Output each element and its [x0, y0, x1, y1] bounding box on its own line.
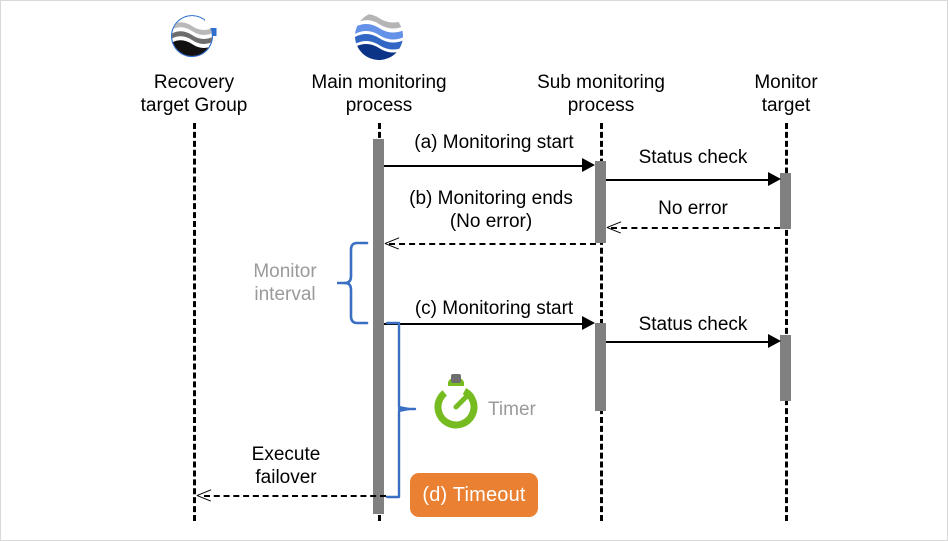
activation-bar-monitor-target-1 [780, 173, 791, 229]
message-arrowhead-status-check-1 [768, 172, 781, 186]
message-line-c-monitoring-start [384, 323, 587, 325]
message-label-b-monitoring-ends-line1: (b) Monitoring ends [409, 188, 573, 209]
participant-monitor-target: Monitor target [696, 71, 876, 117]
participant-label-line1: Main monitoring [311, 72, 447, 93]
message-arrowhead-a-monitoring-start [582, 158, 595, 172]
monitor-interval-brace [335, 241, 369, 325]
participant-sub-monitoring-process: Sub monitoring process [491, 71, 711, 117]
message-label-status-check-1: Status check [638, 147, 748, 168]
message-label-b-monitoring-ends-line2: (No error) [449, 211, 533, 232]
timeout-badge: (d) Timeout [410, 473, 538, 517]
participant-label-line2: process [345, 95, 413, 116]
message-line-b-monitoring-ends [389, 243, 596, 245]
timer-brace [385, 321, 419, 499]
message-line-a-monitoring-start [384, 165, 587, 167]
lifeline-sub-monitoring [600, 123, 603, 521]
participant-label-line1: Recovery [153, 72, 235, 93]
activation-bar-sub-monitoring-1 [595, 161, 606, 243]
participant-main-monitoring-process: Main monitoring process [269, 12, 489, 117]
globe-g-logo-icon [163, 5, 225, 67]
timer-label: Timer [488, 399, 536, 420]
participant-label-line2: process [567, 95, 635, 116]
activation-bar-main-monitoring [373, 139, 384, 514]
stopwatch-icon [427, 368, 485, 430]
message-label-execute-failover-line1: Execute [251, 444, 321, 465]
message-arrowhead-status-check-2 [768, 334, 781, 348]
message-label-c-monitoring-start: (c) Monitoring start [414, 298, 574, 319]
activation-bar-monitor-target-2 [780, 335, 791, 401]
message-arrowhead-no-error-1 [607, 220, 621, 234]
message-label-status-check-2: Status check [638, 314, 748, 335]
message-line-execute-failover [204, 495, 386, 497]
monitor-interval-label-line2: interval [254, 284, 316, 305]
message-line-status-check-1 [606, 179, 774, 181]
participant-label-line1: Monitor [754, 72, 818, 93]
lifeline-monitor-target [785, 123, 788, 521]
message-arrowhead-c-monitoring-start [582, 316, 595, 330]
participant-label-line1: Sub monitoring [537, 72, 665, 93]
monitor-interval-label-line1: Monitor [253, 261, 317, 282]
globe-waves-logo-icon [348, 5, 410, 67]
message-label-execute-failover-line2: failover [255, 467, 317, 488]
message-label-no-error-1: No error [658, 198, 728, 219]
message-arrowhead-execute-failover [197, 488, 211, 502]
lifeline-recovery-target-group [193, 123, 196, 521]
activation-bar-sub-monitoring-2 [595, 323, 606, 411]
participant-label-line2: target Group [140, 95, 248, 116]
message-label-a-monitoring-start: (a) Monitoring start [414, 132, 574, 153]
message-line-no-error-1 [611, 227, 780, 229]
participant-label-line2: target [761, 95, 811, 116]
message-arrowhead-b-monitoring-ends [385, 236, 399, 250]
participant-recovery-target-group: Recovery target Group [94, 15, 294, 117]
message-line-status-check-2 [606, 341, 774, 343]
